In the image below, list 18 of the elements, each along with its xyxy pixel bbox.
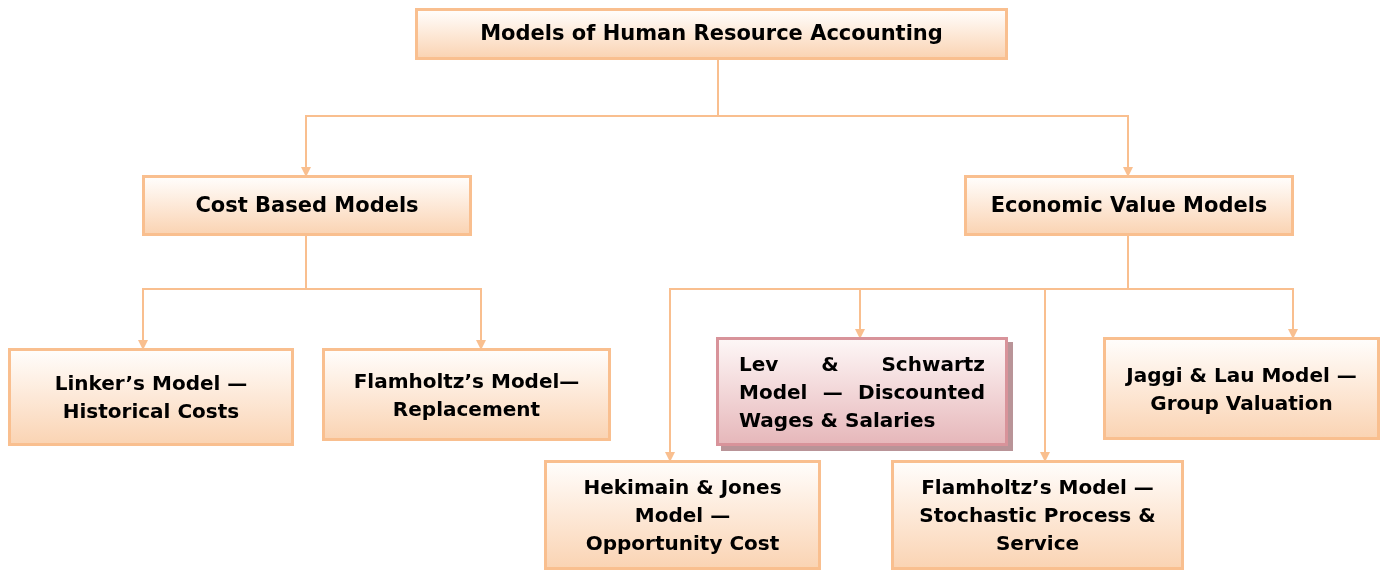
model-box: [544, 460, 821, 570]
model-name: Cost Based Models: [194, 191, 420, 219]
model-name: Flamholtz’s Model— Replacement: [352, 367, 581, 423]
model-name: Flamholtz’s Model — Stochastic Process & Service: [918, 474, 1157, 557]
model-name: Models of Human Resource Accounting: [479, 20, 944, 48]
model-box: [415, 8, 1008, 60]
model-box: [1103, 337, 1380, 440]
model-name: Hekimain & Jones Model — Opportunity Cost: [582, 474, 783, 557]
arrow: [305, 235, 486, 350]
model-name: Lev & Schwartz Model — Discounted Wages & Salaries: [739, 350, 985, 434]
model-box: [8, 348, 294, 446]
model-name: Linker’s Model — Historical Costs: [53, 370, 249, 425]
model-box: [891, 460, 1184, 570]
model-name: Economic Value Models: [989, 191, 1269, 219]
model-box: [322, 348, 611, 441]
model-box: [964, 175, 1294, 236]
model-name: Jaggi & Lau Model — Group Valuation: [1124, 361, 1358, 417]
model-box: [142, 175, 472, 236]
